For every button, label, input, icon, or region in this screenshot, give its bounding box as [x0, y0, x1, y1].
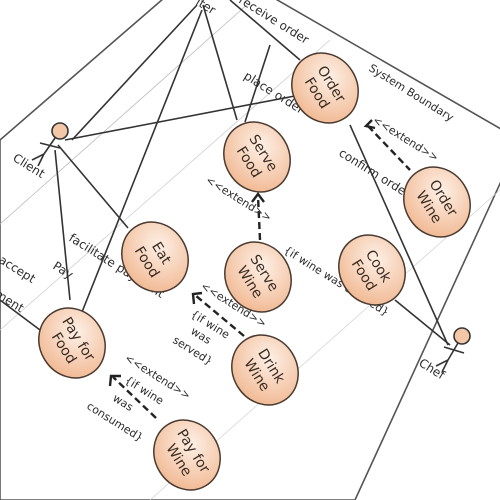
assoc-receive-order: [229, 0, 301, 61]
label-confirm-order: confirm order: [336, 146, 412, 201]
chef-arms: [443, 346, 465, 354]
chef-head: [453, 327, 471, 345]
actor-chef-label: Chef: [416, 356, 447, 383]
association-lines: [0, 0, 451, 346]
extend-serve-wine-to-serve-food: [256, 195, 262, 241]
extend-pay-wine-to-pay-food: [112, 376, 157, 419]
assoc-client-eat-food: [57, 144, 129, 229]
assoc-waiter-pay-for-food: [81, 9, 203, 313]
assoc-client-pay-for-food: [54, 149, 71, 301]
assoc-order-food-chef: [349, 124, 449, 346]
actor-client[interactable]: [31, 122, 69, 167]
label-payment-fragment: ment: [0, 287, 27, 316]
label-if-wine-consumed-3: consumed}: [84, 400, 145, 445]
chef-leg-right: [435, 359, 449, 367]
use-case-cook-food[interactable]: Cook Food: [326, 223, 418, 318]
chef-leg-left: [441, 359, 449, 373]
arrowhead-pay-for-food: [108, 374, 121, 387]
use-case-order-food[interactable]: Order Food: [279, 41, 371, 136]
use-case-serve-wine[interactable]: Serve Wine: [212, 230, 304, 325]
use-case-drink-wine[interactable]: Drink Wine: [219, 323, 311, 418]
arrowhead-order-food: [363, 119, 376, 130]
use-case-pay-for-wine[interactable]: Pay for Wine: [141, 408, 233, 500]
assoc-accept-payment: [0, 299, 41, 331]
arrowhead-eat-food: [191, 291, 203, 305]
label-receive-order: receive order: [236, 0, 311, 47]
assoc-client-order-food: [64, 94, 301, 141]
client-arms: [39, 142, 61, 149]
extend-order-wine-to-order-food: [367, 125, 411, 171]
client-leg-left: [37, 153, 45, 167]
actor-chef[interactable]: [435, 327, 471, 373]
use-case-eat-food[interactable]: Eat Food: [109, 210, 201, 305]
extend-arrowheads: [108, 119, 376, 387]
use-case-pay-for-food[interactable]: Pay for Food: [26, 296, 118, 391]
chef-body: [447, 342, 459, 361]
label-accept: accept: [0, 253, 38, 286]
arrowhead-serve-food: [251, 192, 265, 203]
use-case-order-wine[interactable]: Order Wine: [391, 155, 483, 250]
client-leg-right: [31, 153, 45, 161]
label-pay: Pay: [50, 259, 75, 282]
label-extend-order-wine: <<extend>>: [370, 114, 440, 165]
assoc-cook-food-chef: [394, 299, 451, 346]
assoc-waiter-client: [71, 4, 198, 141]
assoc-waiter-place-order: [244, 44, 271, 123]
assoc-waiter-serve-food: [202, 4, 238, 121]
client-head: [51, 122, 69, 140]
extend-dependencies: [112, 125, 411, 419]
use-case-serve-food[interactable]: Serve Food: [211, 110, 303, 205]
